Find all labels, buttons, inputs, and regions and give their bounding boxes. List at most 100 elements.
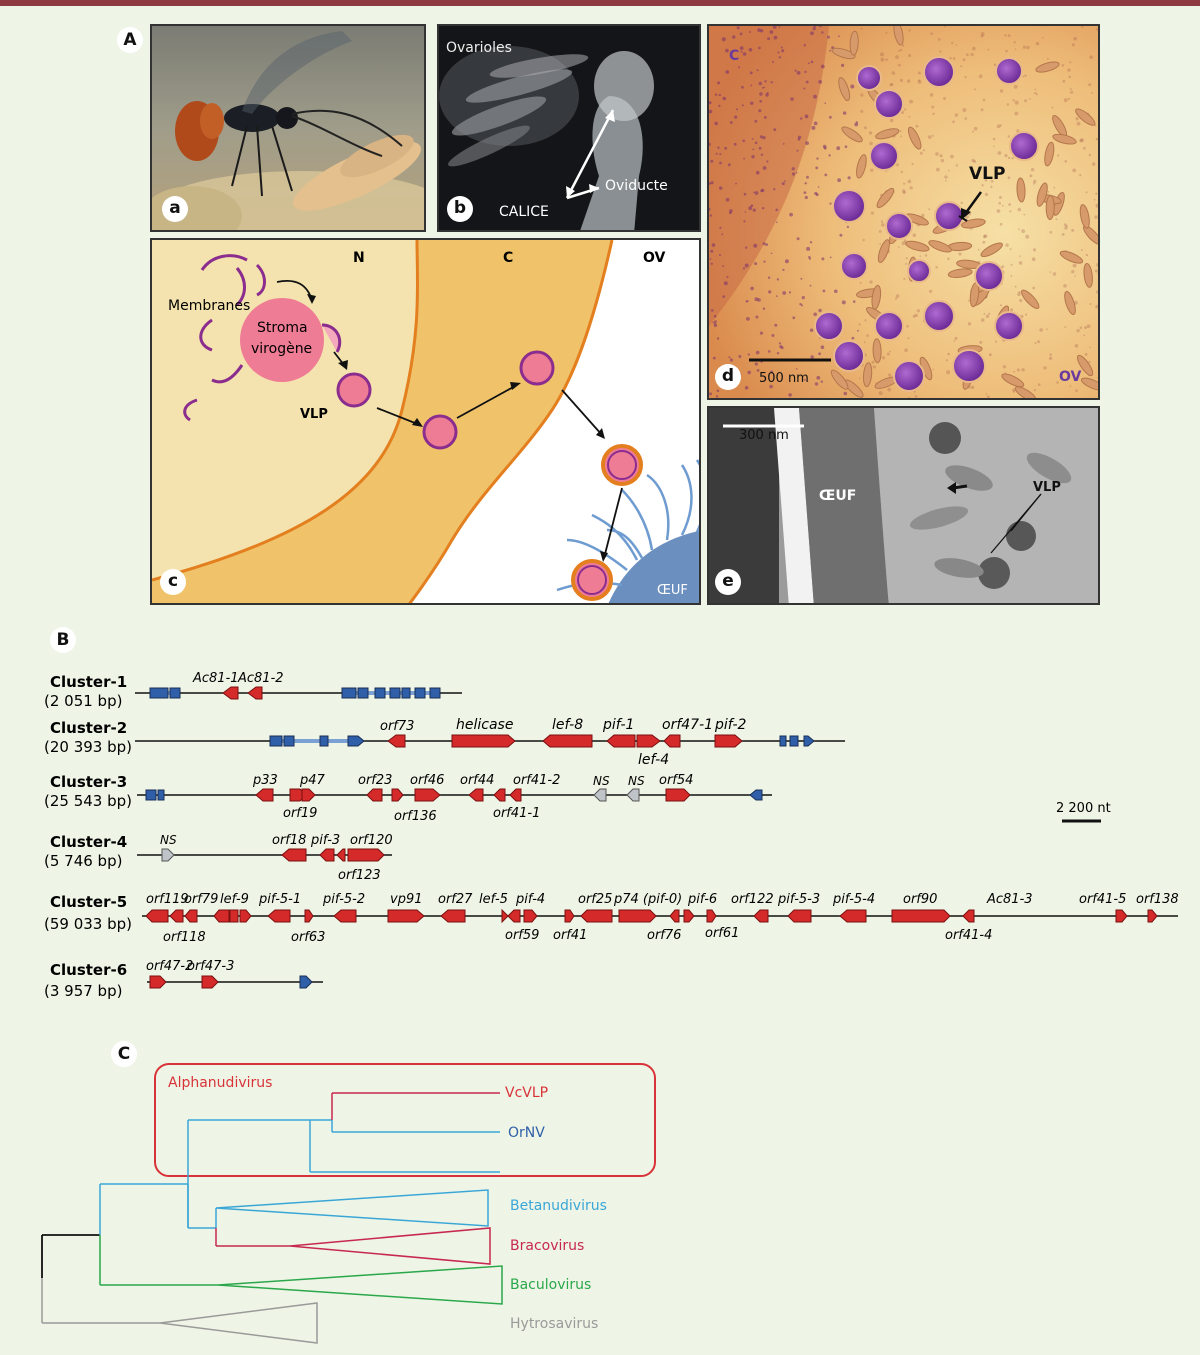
texture-dot	[759, 331, 764, 335]
texture-dot	[791, 167, 795, 171]
texture-dot	[1033, 389, 1036, 392]
texture-dot	[919, 151, 923, 155]
gene-orf54: orf54	[659, 773, 693, 788]
texture-dot	[985, 314, 990, 318]
texture-dot	[1075, 117, 1079, 121]
texture-dot	[789, 212, 793, 217]
gene-orf73: orf73	[380, 719, 414, 734]
texture-dot	[979, 340, 983, 344]
texture-rod	[1044, 141, 1055, 167]
gene-orf23: orf23	[358, 773, 392, 788]
texture-dot	[759, 135, 764, 139]
gene-orf47-1: orf47-1	[662, 717, 713, 733]
texture-dot	[932, 368, 934, 371]
texture-dot	[836, 146, 841, 151]
texture-dot	[1088, 83, 1092, 87]
photo-ovaries: Ovarioles Oviducte CALICE b	[437, 24, 701, 232]
texture-dot	[912, 233, 917, 237]
texture-dot	[755, 350, 760, 355]
texture-dot	[742, 267, 746, 270]
texture-rod	[1036, 182, 1048, 207]
texture-dot	[1007, 135, 1010, 138]
texture-dot	[878, 230, 882, 233]
texture-dot	[709, 214, 713, 217]
gene-ns-1: NS	[593, 774, 610, 788]
texture-dot	[718, 104, 721, 107]
texture-dot	[719, 254, 721, 256]
texture-dot	[762, 86, 765, 89]
texture-dot	[1064, 226, 1068, 230]
texture-dot	[944, 175, 948, 179]
texture-dot	[960, 65, 963, 68]
texture-dot	[771, 334, 775, 337]
texture-dot	[1009, 248, 1012, 251]
phylogenetic-tree: Alphanudivirus	[41, 1063, 656, 1344]
vlp-particle	[907, 259, 931, 283]
texture-dot	[994, 340, 998, 343]
texture-dot	[818, 80, 823, 84]
texture-dot	[784, 180, 786, 183]
texture-dot	[1011, 157, 1014, 160]
gene-pif-1: pif-1	[602, 717, 634, 733]
texture-dot	[1018, 228, 1020, 231]
texture-dot	[1022, 45, 1026, 49]
texture-dot	[946, 370, 951, 375]
texture-dot	[983, 313, 986, 315]
texture-dot	[1074, 343, 1079, 348]
texture-dot	[709, 258, 712, 260]
texture-dot	[952, 120, 955, 123]
texture-dot	[904, 348, 908, 353]
texture-dot	[953, 340, 956, 342]
texture-dot	[719, 226, 722, 229]
texture-dot	[905, 257, 908, 260]
texture-rod	[875, 128, 900, 140]
texture-dot	[890, 118, 894, 123]
texture-dot	[760, 153, 764, 156]
texture-dot	[735, 182, 737, 185]
texture-dot	[1017, 292, 1021, 297]
texture-dot	[1012, 388, 1016, 392]
texture-dot	[763, 116, 767, 119]
texture-dot	[762, 136, 766, 140]
texture-dot	[744, 263, 749, 268]
texture-dot	[750, 286, 754, 291]
texture-dot	[1097, 36, 1098, 39]
texture-dot	[805, 141, 809, 145]
texture-dot	[713, 315, 717, 318]
gene-ac81-2: Ac81-2	[237, 671, 284, 686]
texture-dot	[1033, 179, 1037, 183]
texture-dot	[905, 262, 907, 265]
clade-alphanudivirus: Alphanudivirus	[168, 1075, 272, 1091]
texture-dot	[742, 139, 745, 143]
gene-orf76: orf76	[647, 928, 681, 943]
texture-dot	[729, 358, 733, 362]
texture-dot	[741, 104, 744, 107]
texture-dot	[715, 152, 718, 155]
texture-dot	[1030, 168, 1035, 172]
em-image-e	[709, 408, 1098, 603]
texture-dot	[944, 179, 947, 182]
texture-dot	[998, 201, 1001, 205]
texture-dot	[762, 307, 766, 310]
texture-dot	[776, 352, 780, 355]
texture-dot	[754, 191, 759, 195]
texture-dot	[710, 181, 714, 185]
texture-dot	[1069, 61, 1072, 64]
clade-bracovirus: Bracovirus	[510, 1238, 584, 1254]
cluster-4-size: (5 746 bp)	[44, 852, 122, 870]
badge-e: e	[715, 569, 741, 595]
texture-dot	[895, 55, 899, 59]
gene-orf79: orf79	[184, 892, 218, 907]
texture-dot	[987, 48, 990, 51]
gene-orf44: orf44	[460, 773, 494, 788]
texture-dot	[810, 355, 814, 359]
texture-dot	[895, 294, 900, 298]
texture-dot	[1019, 298, 1023, 303]
texture-dot	[980, 318, 985, 322]
texture-dot	[1062, 79, 1066, 83]
texture-dot	[758, 81, 762, 86]
texture-dot	[937, 38, 941, 41]
texture-dot	[725, 70, 730, 74]
gene-p74: p74 (pif-0)	[613, 892, 682, 907]
texture-dot	[1018, 261, 1023, 265]
